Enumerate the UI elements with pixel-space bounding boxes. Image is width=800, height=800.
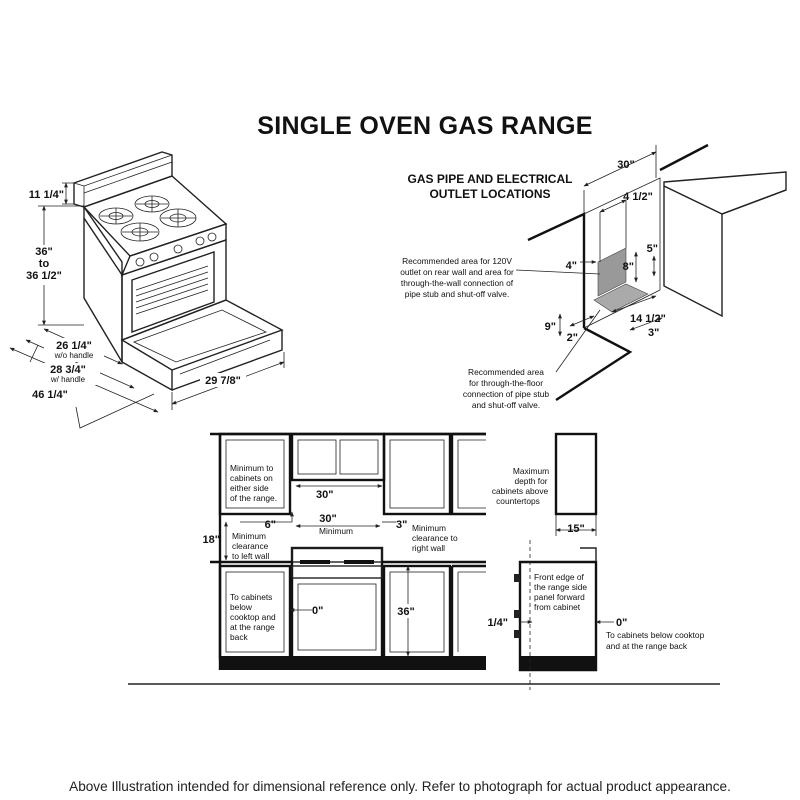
svg-text:clearance: clearance [232,541,269,551]
note-wall-outlet: Recommended area for 120V outlet on rear… [400,256,514,299]
adjacent-cabinet [663,171,787,215]
dim-3: 3" [648,327,659,339]
dim-backguard: 11 1/4" [29,189,64,201]
range-isometric-view: 11 1/4" 36" to 36 1/2" 26 1/4" w/o handl… [9,151,285,429]
dim-quarter: 1/4" [487,617,508,629]
dim-offset: 4 1/2" [623,191,653,203]
toe-kick [220,656,486,670]
dim-depth-door-open: 46 1/4" [32,389,68,401]
svg-text:cooktop and: cooktop and [230,612,276,622]
gas-pipe-heading-line2: OUTLET LOCATIONS [429,187,550,201]
dim-depth-with-handle: 28 3/4" [50,364,86,376]
svg-text:and at the range back: and at the range back [606,641,688,651]
note-below-cooktop: To cabinets below cooktop and at the ran… [230,592,276,642]
upper-cabinet-right [382,432,452,516]
dim-min-30-note: Minimum [319,526,353,536]
dim-0-left: 0" [312,605,323,617]
dim-18: 18" [203,534,220,546]
svg-text:of the range.: of the range. [230,493,277,503]
gas-pipe-outlet-diagram: GAS PIPE AND ELECTRICAL OUTLET LOCATIONS… [400,143,787,410]
floor-edge [555,326,633,402]
dim-height-to: to [39,258,50,270]
note-side-cabinets: Minimum to cabinets on either side of th… [230,463,277,503]
svg-text:pipe stub and shut-off valve.: pipe stub and shut-off valve. [405,289,510,299]
note-right-wall: Minimum clearance to right wall [412,523,458,553]
dim-2: 2" [567,332,578,344]
svg-text:and shut-off valve.: and shut-off valve. [472,400,540,410]
svg-text:back: back [230,632,249,642]
range-dimension-diagram: 11 1/4" 36" to 36 1/2" 26 1/4" w/o handl… [9,143,787,690]
dim-cabinet-width: 30" [316,489,333,501]
svg-text:To cabinets: To cabinets [230,592,272,602]
dim-top-width: 30" [617,159,634,171]
svg-text:outlet on rear wall and area f: outlet on rear wall and area for [400,267,514,277]
svg-text:Minimum to: Minimum to [230,463,274,473]
svg-text:Minimum: Minimum [412,523,446,533]
svg-text:Minimum: Minimum [232,531,266,541]
svg-text:Front edge of: Front edge of [534,572,584,582]
svg-text:Recommended area: Recommended area [468,367,544,377]
svg-text:cabinets above: cabinets above [492,486,549,496]
dim-width: 29 7/8" [205,375,241,387]
dim-15: 15" [567,523,584,535]
note-front-edge: Front edge of the range side panel forwa… [534,572,587,612]
dim-4: 4" [566,260,577,272]
page-title: SINGLE OVEN GAS RANGE [257,112,593,140]
svg-text:from cabinet: from cabinet [534,602,581,612]
dim-6: 6" [265,519,276,531]
dim-0-side: 0" [616,617,627,629]
svg-text:panel forward: panel forward [534,592,585,602]
svg-text:clearance to: clearance to [412,533,458,543]
dim-depth-no-handle-note: w/o handle [54,351,94,360]
svg-text:either side: either side [230,483,269,493]
svg-text:through-the-wall connection of: through-the-wall connection of [401,278,514,288]
note-floor-pipe: Recommended area for through-the-floor c… [463,367,549,410]
dim-9: 9" [545,321,556,333]
svg-text:right wall: right wall [412,543,445,553]
oven-window [131,251,215,334]
dim-height-a: 36" [35,246,52,258]
installation-side-view: 15" 1/4" 0" Maximum depth for cabinets a… [487,432,705,690]
svg-text:for through-the-floor: for through-the-floor [469,378,543,388]
range-front [290,546,384,660]
footer-disclaimer: Above Illustration intended for dimensio… [69,779,731,794]
dim-height-b: 36 1/2" [26,270,62,282]
svg-text:To cabinets below cooktop: To cabinets below cooktop [606,630,705,640]
burner-grates [98,195,197,242]
hood-cabinet [290,432,386,482]
installation-front-view: 30" 6" 30" Minimum 3" 18" 0" 36" Minimum… [128,432,720,685]
dim-8: 8" [623,261,634,273]
svg-text:Maximum: Maximum [513,466,549,476]
svg-text:to left wall: to left wall [232,551,269,561]
svg-text:countertops: countertops [496,496,540,506]
svg-text:at the range: at the range [230,622,275,632]
outlet-wall-area [597,247,627,297]
note-max-depth: Maximum depth for cabinets above counter… [492,466,549,506]
dim-36: 36" [397,606,414,618]
svg-text:depth for: depth for [514,476,547,486]
upper-cabinet-side [554,432,598,516]
svg-text:Recommended area for 120V: Recommended area for 120V [402,256,512,266]
dim-min-30: 30" [319,513,336,525]
svg-text:below: below [230,602,253,612]
dim-5: 5" [647,243,658,255]
oven-body [121,239,227,342]
svg-text:the range side: the range side [534,582,587,592]
svg-text:cabinets on: cabinets on [230,473,273,483]
note-left-wall: Minimum clearance to left wall [232,531,269,561]
dim-depth-no-handle: 26 1/4" [56,340,92,352]
gas-pipe-heading-line1: GAS PIPE AND ELECTRICAL [408,172,573,186]
control-knobs [135,232,217,267]
svg-text:connection of pipe stub: connection of pipe stub [463,389,549,399]
dim-3-right: 3" [396,519,407,531]
note-to-cabinets-side: To cabinets below cooktop and at the ran… [606,630,705,651]
dim-depth-with-handle-note: w/ handle [50,375,86,384]
